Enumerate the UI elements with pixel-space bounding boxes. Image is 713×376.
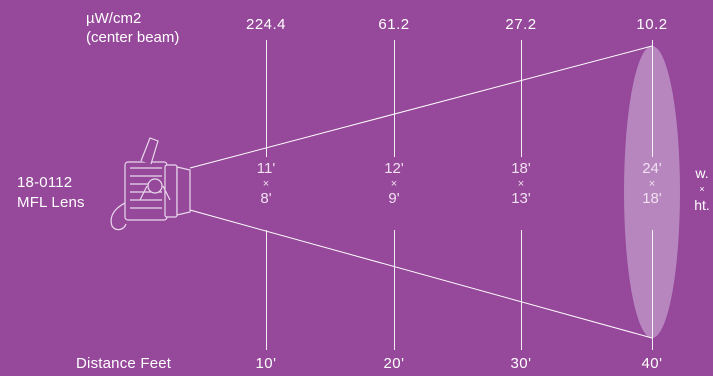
units-label: µW/cm2 (center beam) xyxy=(86,9,179,47)
beam-height: 9' xyxy=(388,190,400,207)
intensity-value-30ft: 27.2 xyxy=(505,16,537,33)
fixture-model: 18-0112 xyxy=(17,174,73,191)
units-label-line1: µW/cm2 xyxy=(86,10,142,27)
beam-edge-bottom xyxy=(189,209,653,339)
measure-line-30ft-top xyxy=(521,40,522,157)
times-sign: × xyxy=(517,178,525,190)
measure-line-10ft-top xyxy=(266,40,267,157)
times-sign: × xyxy=(390,178,398,190)
beam-spot-ellipse xyxy=(624,46,680,338)
beam-height: 13' xyxy=(511,190,531,207)
size-legend-height: ht. xyxy=(694,197,710,213)
measure-line-20ft-top xyxy=(394,40,395,157)
intensity-value-10ft: 224.4 xyxy=(245,16,287,33)
intensity-value-20ft: 61.2 xyxy=(378,16,410,33)
fixture-label: 18-0112 MFL Lens xyxy=(17,173,85,213)
intensity-value-40ft: 10.2 xyxy=(636,16,668,33)
beam-width: 18' xyxy=(511,160,531,177)
beam-size-40ft: 24' × 18' xyxy=(642,160,662,208)
beam-size-20ft: 12' × 9' xyxy=(384,160,404,208)
distance-value-30: 30' xyxy=(510,355,532,372)
distance-value-20: 20' xyxy=(383,355,405,372)
spotlight-fixture-icon xyxy=(110,137,191,231)
beam-height: 8' xyxy=(260,190,272,207)
size-legend-times: × xyxy=(699,184,705,194)
measure-line-40ft-bottom xyxy=(652,230,653,350)
fixture-lens: MFL Lens xyxy=(17,194,85,211)
measure-line-20ft-bottom xyxy=(394,230,395,350)
size-legend-width: w. xyxy=(695,165,709,181)
size-legend: w. × ht. xyxy=(691,164,713,214)
beam-width: 12' xyxy=(384,160,404,177)
distance-label: Distance Feet xyxy=(76,355,172,372)
measure-line-30ft-bottom xyxy=(521,230,522,350)
distance-value-10: 10' xyxy=(255,355,277,372)
beam-edge-top xyxy=(189,45,653,169)
beam-size-10ft: 11' × 8' xyxy=(257,160,275,208)
distance-value-40: 40' xyxy=(641,355,663,372)
times-sign: × xyxy=(262,178,270,190)
times-sign: × xyxy=(648,178,656,190)
units-label-line2: (center beam) xyxy=(86,29,180,46)
beam-width: 11' xyxy=(256,160,276,177)
measure-line-10ft-bottom xyxy=(266,230,267,350)
beam-width: 24' xyxy=(642,160,662,177)
measure-line-40ft-top xyxy=(652,40,653,157)
beam-height: 18' xyxy=(642,190,662,207)
beam-size-30ft: 18' × 13' xyxy=(511,160,531,208)
